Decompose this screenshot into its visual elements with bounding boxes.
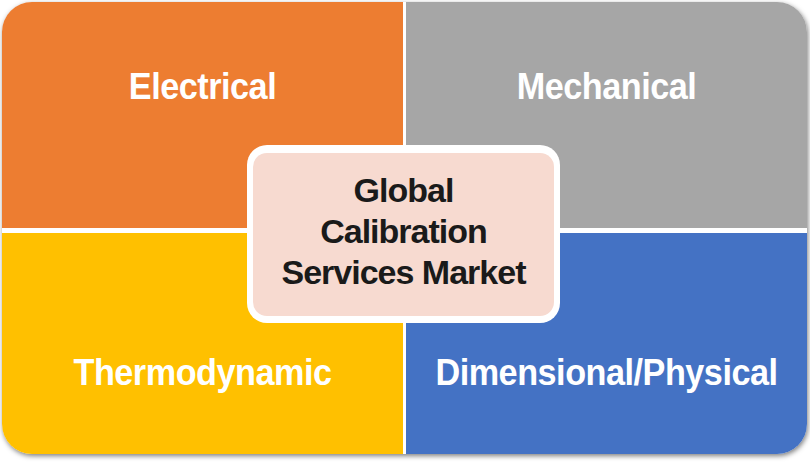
center-title-line-1: Global [282,170,526,211]
quadrant-thermodynamic-label: Thermodynamic [12,355,393,391]
center-title-card: Global Calibration Services Market [247,145,560,323]
quadrant-dimensional-physical-label: Dimensional/Physical [416,355,797,391]
center-title: Global Calibration Services Market [282,170,526,293]
center-title-line-3: Services Market [282,252,526,293]
quadrant-electrical-label: Electrical [12,69,393,105]
quadrant-mechanical-label: Mechanical [416,69,797,105]
center-title-line-2: Calibration [282,211,526,252]
center-title-card-fill: Global Calibration Services Market [253,153,554,316]
